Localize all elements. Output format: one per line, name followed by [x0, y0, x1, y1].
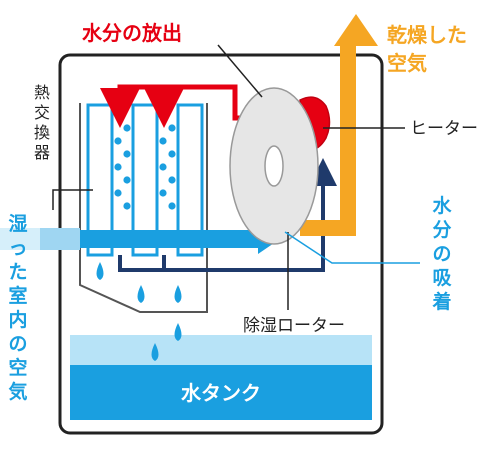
moisture-absorb-label: 水 分 の 吸 着: [432, 195, 452, 313]
svg-text:湿: 湿: [8, 213, 27, 235]
leader-moisture-release: [217, 44, 263, 98]
dried-air-arrow: [300, 14, 378, 236]
svg-text:内: 内: [8, 308, 27, 331]
moisture-release-flow: [100, 84, 245, 128]
svg-text:吸: 吸: [432, 267, 452, 289]
tank-label: 水タンク: [181, 381, 261, 405]
svg-text:っ: っ: [8, 237, 27, 259]
svg-text:空: 空: [8, 356, 27, 379]
tank-water-body: [70, 365, 372, 420]
water-drop: [96, 262, 104, 280]
leader-lines: [52, 44, 420, 310]
water-drop: [174, 323, 182, 341]
rotor-hub: [264, 145, 284, 187]
svg-text:器: 器: [34, 143, 50, 162]
svg-text:着: 着: [432, 290, 451, 313]
heat-exchanger-label: 熱 交 換 器: [34, 83, 50, 162]
svg-text:水: 水: [432, 195, 452, 217]
rotor-label: 除湿ローター: [243, 316, 345, 336]
leader-absorb: [284, 231, 420, 264]
svg-text:分: 分: [432, 219, 451, 241]
svg-text:交: 交: [34, 103, 50, 122]
tank-water-surface: [70, 335, 372, 367]
humid-air-label: 湿 っ た 室 内 の 空 気: [8, 213, 27, 403]
svg-text:た: た: [8, 261, 27, 283]
svg-text:室: 室: [8, 284, 27, 307]
leader-heat-exchanger: [52, 189, 93, 210]
water-drop: [151, 343, 159, 361]
water-drop: [174, 285, 182, 303]
condensation-dots: [114, 111, 176, 210]
desiccant-rotor: [229, 87, 319, 245]
svg-text:気: 気: [8, 380, 27, 403]
svg-text:の: の: [8, 333, 27, 355]
water-drops: [96, 262, 182, 361]
dried-air-label-line1: 乾燥した: [387, 23, 467, 47]
svg-text:の: の: [432, 243, 451, 265]
heater-label: ヒーター: [410, 119, 478, 139]
water-drop: [137, 285, 145, 303]
svg-text:換: 換: [34, 123, 50, 142]
moisture-release-label: 水分の放出: [82, 21, 182, 45]
water-tank: 水タンク: [70, 335, 372, 420]
svg-text:熱: 熱: [34, 83, 50, 102]
dried-air-label-line2: 空気: [387, 51, 427, 75]
